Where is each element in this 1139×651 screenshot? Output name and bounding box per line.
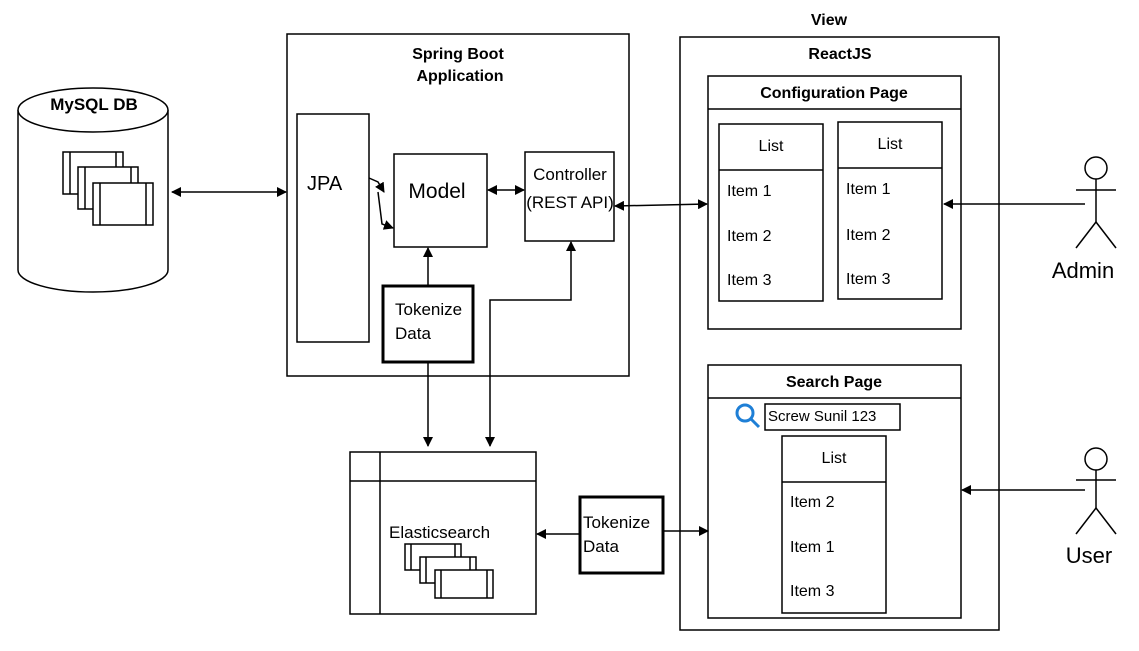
controller-label-line2: (REST API) [526,193,614,212]
arrow-jpa-model-in [368,177,385,193]
tokenize-top-line1: Tokenize [395,300,463,319]
tokenize-bottom-line1: Tokenize [583,513,651,532]
search-input-box [764,403,901,431]
config-list1-item: Item 2 [727,228,772,245]
arrow-jpa-model-out [377,191,394,230]
search-input-value: Screw Sunil 123 [768,408,877,425]
search-list-item: Item 3 [790,583,835,600]
mysql-tables-icon [62,151,154,226]
configuration-page-title: Configuration Page [760,85,908,102]
search-icon [735,403,761,429]
view-label: View [810,12,848,29]
config-list2-header: List [877,136,903,153]
search-list-header: List [821,450,847,467]
elasticsearch-label: Elasticsearch [389,523,491,542]
reactjs-container [679,36,1000,631]
reactjs-title: ReactJS [808,46,872,63]
spring-boot-title-line1: Spring Boot [412,46,504,63]
spring-boot-title-line2: Application [416,68,504,85]
connectors [171,177,1085,539]
user-label: User [1065,543,1113,568]
mysql-db-label: MySQL DB [50,95,138,114]
jpa-label: JPA [307,173,343,195]
config-list1-item: Item 1 [727,183,772,200]
config-list1-box [718,123,824,302]
arrow-controller-view [614,199,708,211]
tokenize-box-bottom [578,495,665,575]
config-list2-item: Item 3 [846,271,891,288]
search-page-box [707,364,962,619]
tokenize-bottom-line2: Data [583,537,619,556]
admin-actor-icon [1075,156,1117,249]
model-label: Model [408,180,466,203]
search-list-item: Item 2 [790,494,835,511]
search-list-box [781,435,887,614]
configuration-page-box [707,75,962,330]
jpa-box [296,113,370,343]
admin-label: Admin [1051,258,1115,283]
controller-box [524,151,615,242]
user-actor-icon [1075,447,1117,535]
tokenize-top-line2: Data [395,324,431,343]
config-list2-box [837,121,943,300]
search-list-item: Item 1 [790,539,835,556]
elasticsearch-docs-icon [404,543,494,599]
search-page-title: Search Page [785,374,883,391]
config-list1-header: List [758,138,784,155]
controller-label-line1: Controller [533,165,607,184]
config-list1-item: Item 3 [727,272,772,289]
config-list2-item: Item 1 [846,181,891,198]
arrow-controller-elastic [485,241,576,447]
config-list2-item: Item 2 [846,227,891,244]
model-box [393,153,488,248]
